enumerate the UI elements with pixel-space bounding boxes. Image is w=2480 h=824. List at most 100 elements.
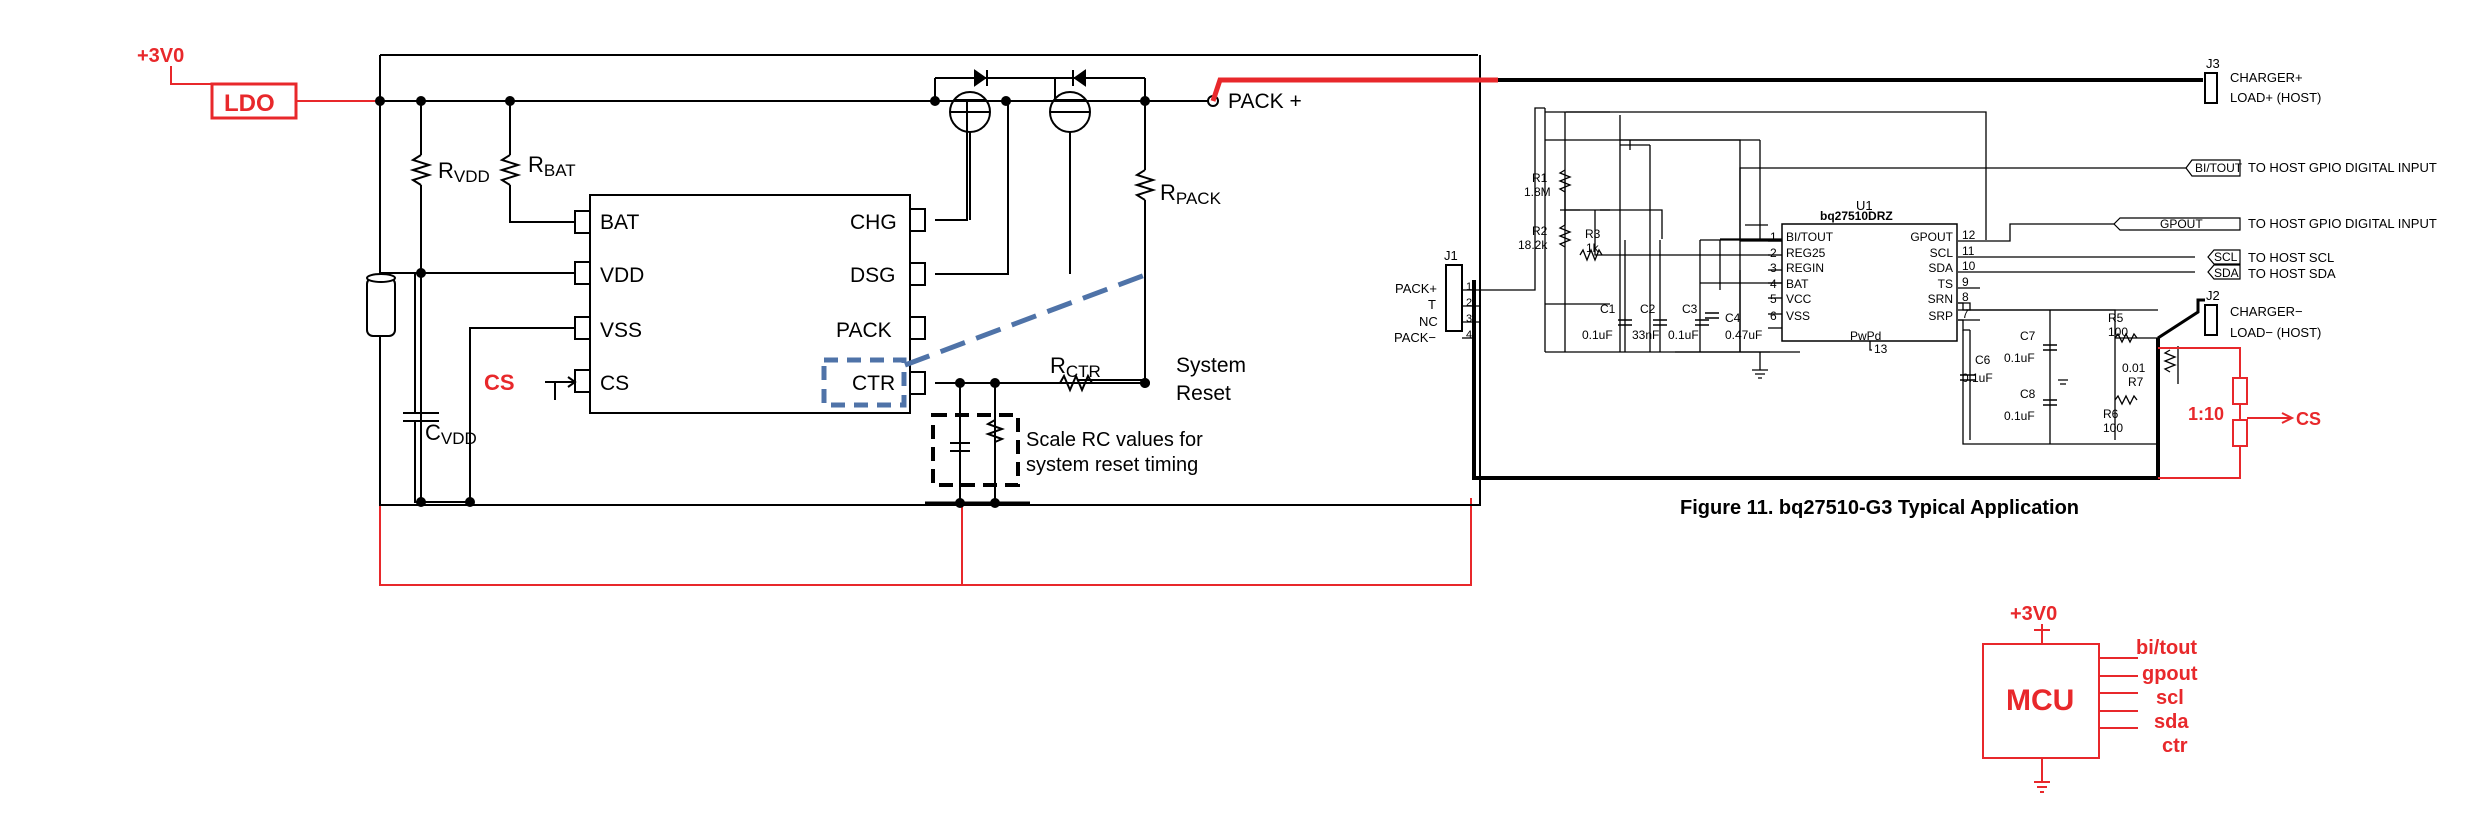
u1-fuel-gauge-ic: [1781, 223, 1958, 342]
mcu-label: MCU: [2006, 684, 2074, 717]
u1-pad: PwPd: [1850, 329, 1881, 343]
j1-connector: [1445, 264, 1463, 332]
ic-pin-chg: CHG: [850, 211, 897, 234]
cs-annotation-right: CS: [2296, 409, 2321, 429]
j1-pin-packplus: PACK+: [1395, 281, 1437, 296]
r5-resistor: [2114, 332, 2138, 344]
mosfet-discharge: [1035, 69, 1146, 274]
j2-text-1: CHARGER−: [2230, 304, 2303, 319]
j2-connector: [2204, 304, 2218, 336]
j1-pin-packminus: PACK−: [1394, 330, 1436, 345]
u1-pin-num: 10: [1962, 259, 1976, 273]
r3-resistor: [1579, 248, 1603, 262]
mcu-supply-label: +3V0: [2010, 603, 2057, 625]
u1-pin-num: 2: [1770, 246, 1777, 260]
flag-scl: SCL: [2214, 250, 2238, 264]
figure-caption: Figure 11. bq27510-G3 Typical Applicatio…: [1680, 497, 2079, 519]
u1-pin-num: 4: [1770, 277, 1777, 291]
battery-cell-icon: [366, 273, 396, 337]
u1-pin-name: SCL: [1930, 246, 1954, 260]
j1-num-4: 4: [1466, 329, 1472, 341]
j1-num-3: 3: [1466, 313, 1472, 325]
host-wires: [1545, 139, 2195, 321]
protection-ic-body: [589, 194, 911, 414]
u1-pin-num: 8: [1962, 290, 1969, 304]
ground-symbols-right: [1752, 352, 2068, 385]
u1-pin-name: REGIN: [1786, 261, 1824, 275]
host-label-gpout: TO HOST GPIO DIGITAL INPUT: [2248, 216, 2437, 231]
u1-part: bq27510DRZ: [1820, 209, 1893, 223]
u1-refdes: U1: [1856, 198, 1873, 213]
u1-pin-name: TS: [1938, 277, 1953, 291]
host-flags: [2113, 159, 2241, 280]
rc-network: [950, 419, 1005, 452]
u1-pin-name: BI/TOUT: [1786, 230, 1834, 244]
right-circuit-wires: [1462, 107, 1987, 353]
mcu-pin-ctr: ctr: [2162, 735, 2188, 757]
ic-pin-vdd: VDD: [600, 264, 644, 287]
cs-annotation-left: CS: [484, 370, 515, 395]
u1-pin-name: SRN: [1928, 292, 1953, 306]
u1-pin-name: SRP: [1928, 309, 1953, 323]
ic-pin-pack: PACK: [836, 319, 892, 342]
u1-pin-name: GPOUT: [1910, 230, 1953, 244]
j3-label: J3: [2206, 56, 2220, 71]
j1-num-1: 1: [1466, 281, 1472, 293]
ldo-supply-label: +3V0: [137, 45, 184, 67]
j3-text-2: LOAD+ (HOST): [2230, 90, 2321, 105]
pack-plus-label: PACK +: [1228, 90, 1302, 113]
u1-pin-num: 9: [1962, 275, 1969, 289]
c-vdd-label: CVDD: [425, 420, 477, 448]
ic-pin-vss: VSS: [600, 319, 642, 342]
ctr-to-rpack-link: [904, 272, 1146, 368]
j3-text-1: CHARGER+: [2230, 70, 2303, 85]
u1-pin-num: 7: [1962, 307, 1969, 321]
host-label-sda: TO HOST SDA: [2248, 266, 2336, 281]
red-annotation-wires: [170, 66, 1472, 586]
u1-pin-name: BAT: [1786, 277, 1809, 291]
flag-sda: SDA: [2214, 266, 2239, 280]
mcu-block: [1982, 624, 2138, 793]
flag-bitout: BI/TOUT: [2195, 161, 2243, 175]
u1-pin-name: SDA: [1928, 261, 1953, 275]
r-bat-label: RBAT: [528, 152, 576, 180]
u1-pin-num: 5: [1770, 292, 1777, 306]
system-reset-terminal: [1140, 378, 1150, 388]
j1-label: J1: [1444, 248, 1458, 263]
r2-resistor: [1558, 224, 1572, 248]
u1-pin-name: VCC: [1786, 292, 1812, 306]
red-shunt-annotation: [2158, 347, 2295, 479]
ratio-label: 1:10: [2188, 404, 2224, 424]
u1-pin-num: 12: [1962, 228, 1976, 242]
r-vdd-resistor: [409, 154, 433, 186]
u1-pin-name: VSS: [1786, 309, 1810, 323]
ctr-highlight-box: [821, 357, 907, 408]
u1-pad-wire: [1869, 341, 1872, 351]
u1-pin-name: REG25: [1786, 246, 1826, 260]
host-label-scl: TO HOST SCL: [2248, 250, 2334, 265]
r1-resistor: [1558, 169, 1572, 193]
j3-connector: [2204, 72, 2218, 104]
ic-pin-cs: CS: [600, 372, 629, 395]
left-circuit-wires: [379, 54, 1481, 506]
u1-pad-num: 13: [1874, 342, 1888, 356]
mcu-pin-bitout: bi/tout: [2136, 637, 2197, 659]
j1-pin-nc: NC: [1419, 314, 1438, 329]
ldo-label: LDO: [224, 90, 275, 117]
